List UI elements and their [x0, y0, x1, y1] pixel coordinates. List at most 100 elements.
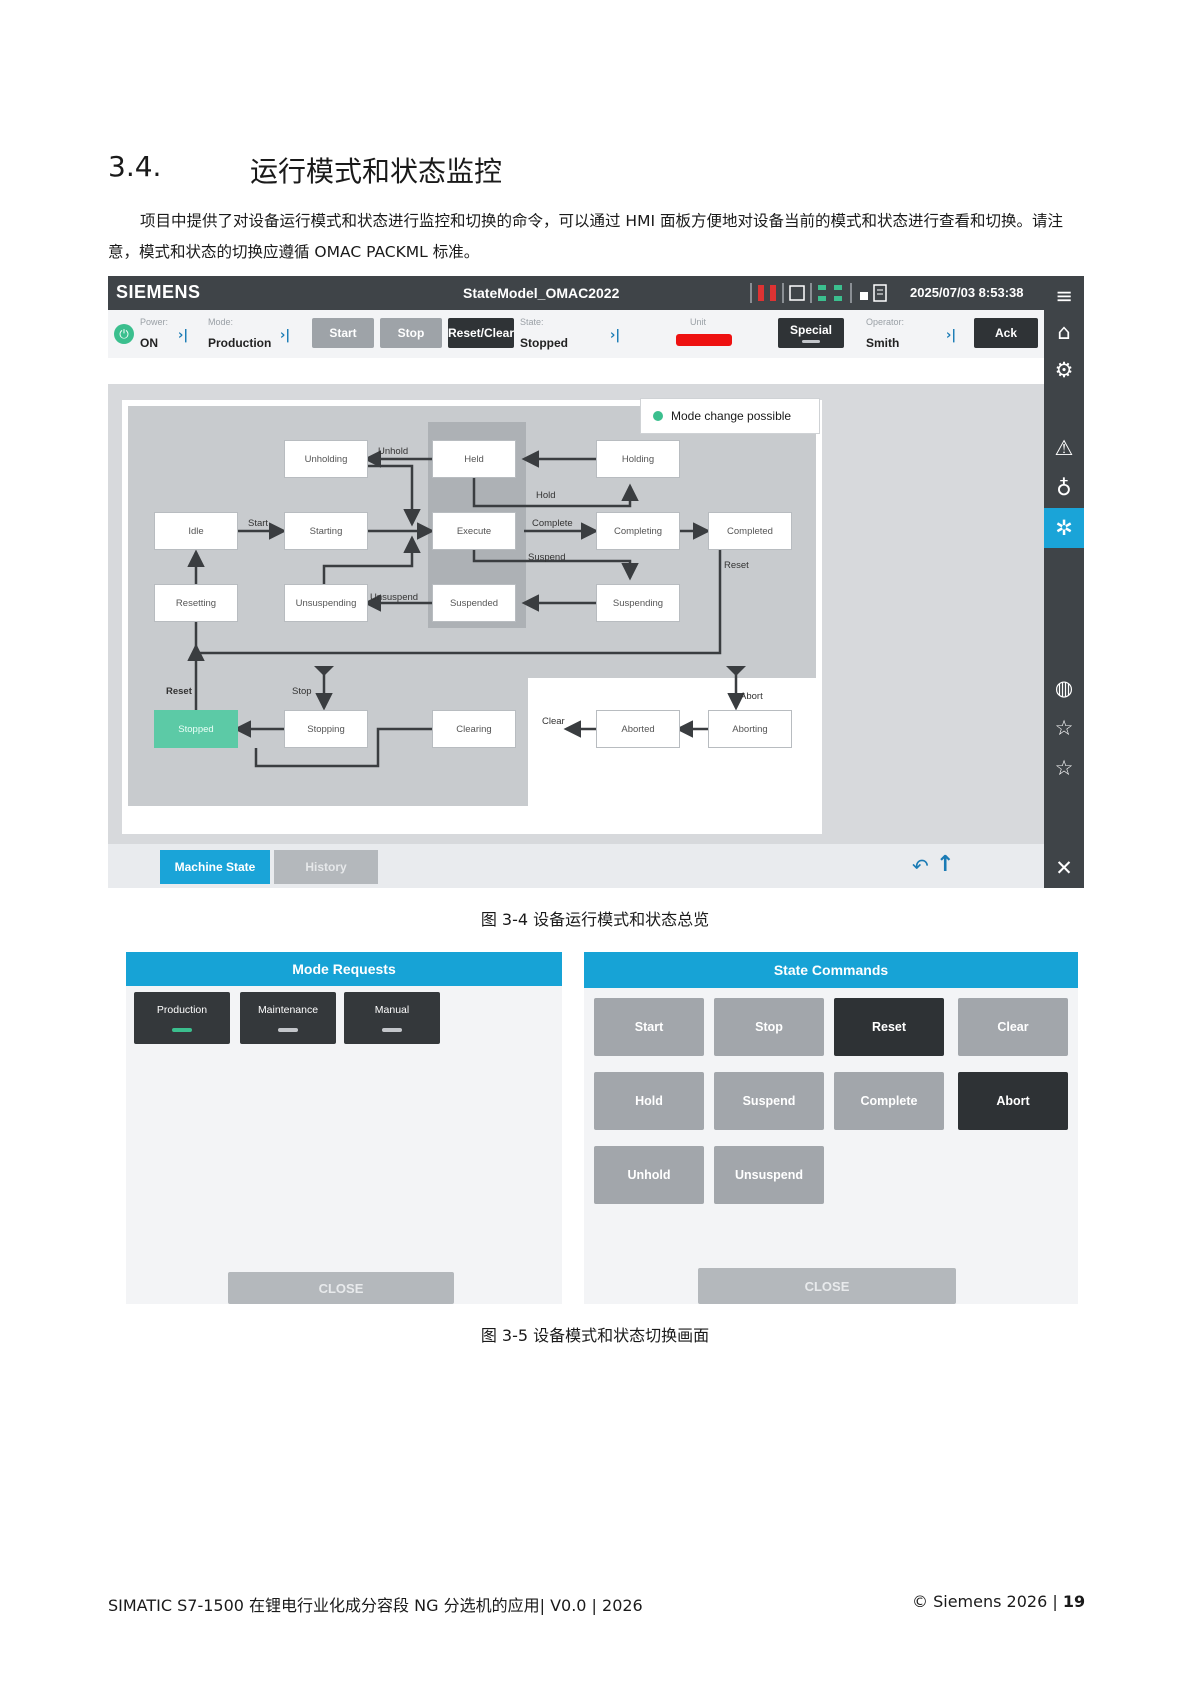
- operator-label: Operator:: [866, 317, 905, 327]
- language-globe-icon[interactable]: ◍: [1054, 676, 1074, 700]
- hmi-machine-state-screen: SIEMENS StateModel_OMAC2022 2025/07/03 8…: [108, 276, 1084, 888]
- tab-machine-state[interactable]: Machine State: [160, 850, 270, 884]
- transition-clear: Clear: [542, 716, 565, 727]
- power-value: ON: [140, 336, 158, 350]
- state-expand-icon[interactable]: ›|: [610, 328, 621, 343]
- tools-icon[interactable]: ✕: [1055, 856, 1073, 880]
- favorite-star-icon-2[interactable]: ☆: [1054, 756, 1074, 780]
- transition-reset-stopped: Reset: [166, 686, 192, 697]
- state-stopped: Stopped: [154, 710, 238, 748]
- alarm-icon[interactable]: ⚠: [1054, 436, 1074, 460]
- power-icon[interactable]: ⏻: [114, 324, 134, 344]
- mode-production-label: Production: [156, 1004, 208, 1016]
- transition-reset: Reset: [724, 560, 749, 571]
- mode-requests-title: Mode Requests: [126, 952, 562, 986]
- mode-production-button[interactable]: Production: [134, 992, 230, 1044]
- figure-caption-1: 图 3-4 设备运行模式和状态总览: [480, 910, 710, 929]
- state-completed: Completed: [708, 512, 792, 550]
- state-clearing: Clearing: [432, 710, 516, 748]
- state-holding: Holding: [596, 440, 680, 478]
- cmd-abort-button[interactable]: Abort: [958, 1072, 1068, 1130]
- cmd-start-button[interactable]: Start: [594, 998, 704, 1056]
- transition-lines: [187, 450, 746, 768]
- state-execute: Execute: [432, 512, 516, 550]
- unit-status-indicator: [676, 334, 732, 346]
- transition-hold: Hold: [536, 490, 556, 501]
- operator-value: Smith: [866, 336, 900, 350]
- side-navigation: ≡ ⌂ ⚙ ⚠ ♁ ✲ ◍ ☆ ☆ ✕: [1044, 276, 1084, 888]
- cmd-reset-button[interactable]: Reset: [834, 998, 944, 1056]
- diagnostics-icon[interactable]: ♁: [1056, 476, 1072, 500]
- cmd-suspend-button[interactable]: Suspend: [714, 1072, 824, 1130]
- stop-button[interactable]: Stop: [380, 318, 442, 348]
- state-unholding: Unholding: [284, 440, 368, 478]
- mode-change-dot: [653, 411, 663, 421]
- menu-icon[interactable]: ≡: [1055, 284, 1073, 308]
- mode-manual-button[interactable]: Manual: [344, 992, 440, 1044]
- cmd-hold-button[interactable]: Hold: [594, 1072, 704, 1130]
- mode-expand-icon[interactable]: ›|: [280, 328, 291, 343]
- state-held: Held: [432, 440, 516, 478]
- start-button[interactable]: Start: [312, 318, 374, 348]
- mode-maintenance-label: Maintenance: [257, 1004, 319, 1016]
- state-suspended: Suspended: [432, 584, 516, 622]
- mode-production-indicator: [172, 1028, 192, 1032]
- state-commands-title: State Commands: [584, 952, 1078, 988]
- cmd-complete-button[interactable]: Complete: [834, 1072, 944, 1130]
- state-model-icon[interactable]: ✲: [1044, 508, 1084, 548]
- state-suspending: Suspending: [596, 584, 680, 622]
- special-button[interactable]: Special: [778, 318, 844, 348]
- state-stopping: Stopping: [284, 710, 368, 748]
- user-settings-icon[interactable]: ⚙: [1054, 358, 1074, 382]
- section-number: 3.4.: [108, 150, 162, 183]
- mode-manual-indicator: [382, 1028, 402, 1032]
- datetime: 2025/07/03 8:53:38: [910, 285, 1024, 300]
- transition-complete: Complete: [532, 518, 573, 529]
- ack-button[interactable]: Ack: [974, 318, 1038, 348]
- state-aborted: Aborted: [596, 710, 680, 748]
- undo-icon[interactable]: ↶: [912, 854, 929, 878]
- mode-label: Mode:: [208, 317, 234, 327]
- state-aborting: Aborting: [708, 710, 792, 748]
- special-indicator: [802, 340, 820, 343]
- state-idle: Idle: [154, 512, 238, 550]
- footer-document-title: SIMATIC S7-1500 在锂电行业化成分容段 NG 分选机的应用| V0…: [108, 1596, 643, 1615]
- home-icon[interactable]: ⌂: [1057, 320, 1071, 344]
- footer-copyright-text: © Siemens 2026 |: [912, 1592, 1063, 1611]
- mode-change-text: Mode change possible: [671, 409, 792, 423]
- mode-requests-dialog: Mode Requests Production Maintenance Man…: [126, 952, 562, 1304]
- cmd-unhold-button[interactable]: Unhold: [594, 1146, 704, 1204]
- state-commands-close-button[interactable]: CLOSE: [698, 1268, 956, 1304]
- page-number: 19: [1062, 1592, 1086, 1611]
- unit-label: Unit: [690, 317, 707, 327]
- status-ribbon: ⏻ Power: ON ›| Mode: Production ›| Start…: [108, 310, 1044, 359]
- hmi-top-bar: SIEMENS StateModel_OMAC2022 2025/07/03 8…: [108, 276, 1044, 310]
- mode-maintenance-button[interactable]: Maintenance: [240, 992, 336, 1044]
- cmd-stop-button[interactable]: Stop: [714, 998, 824, 1056]
- transition-unhold: Unhold: [378, 446, 409, 457]
- body-paragraph: 项目中提供了对设备运行模式和状态进行监控和切换的命令，可以通过 HMI 面板方便…: [108, 212, 1063, 261]
- system-status-icons: [750, 283, 887, 303]
- reset-clear-button[interactable]: Reset/Clear: [448, 318, 514, 348]
- arrow-up-icon[interactable]: ↑: [936, 852, 955, 877]
- power-expand-icon[interactable]: ›|: [178, 328, 189, 343]
- state-resetting: Resetting: [154, 584, 238, 622]
- cmd-clear-button[interactable]: Clear: [958, 998, 1068, 1056]
- favorite-star-icon[interactable]: ☆: [1054, 716, 1074, 740]
- transition-abort: Abort: [740, 691, 763, 702]
- state-value: Stopped: [520, 336, 568, 350]
- transition-start: Start: [248, 518, 269, 529]
- state-starting: Starting: [284, 512, 368, 550]
- mode-requests-close-button[interactable]: CLOSE: [228, 1272, 454, 1304]
- transition-unsuspend: Unsuspend: [370, 592, 419, 603]
- transition-stop: Stop: [292, 686, 312, 697]
- operator-expand-icon[interactable]: ›|: [946, 328, 957, 343]
- special-label: Special: [789, 323, 833, 337]
- cmd-unsuspend-button[interactable]: Unsuspend: [714, 1146, 824, 1204]
- state-completing: Completing: [596, 512, 680, 550]
- state-unsuspending: Unsuspending: [284, 584, 368, 622]
- state-label: State:: [520, 317, 544, 327]
- section-title: 运行模式和状态监控: [250, 155, 503, 188]
- transition-suspend: Suspend: [528, 552, 566, 563]
- tab-history[interactable]: History: [274, 850, 378, 884]
